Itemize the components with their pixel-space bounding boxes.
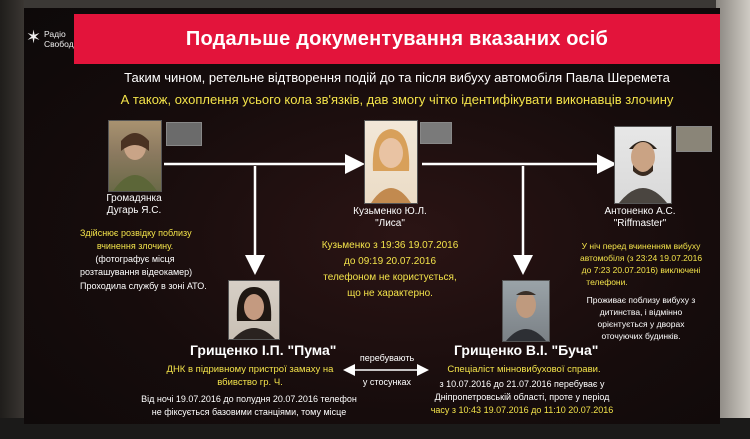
dugar-label-1: Громадянка [106, 193, 162, 204]
antonenko-desc-2: автомобіля (з 23:24 19.07.2016 [580, 253, 703, 263]
bucha-name: Грищенко В.І. "Буча" [454, 342, 599, 358]
puma-desc-3: Від ночі 19.07.2016 до полудня 20.07.201… [141, 394, 357, 404]
projected-slide: ✶ Радіо Свобода Подальше документування … [24, 8, 720, 424]
antonenko-desc-4: телефони. [586, 277, 628, 287]
dugar-desc-4: розташування відеокамер) [80, 267, 193, 277]
thumb-kuzmenko [420, 122, 452, 144]
puma-desc-2: вбивство гр. Ч. [217, 377, 283, 388]
antonenko-label-1: Антоненко А.С. [604, 206, 676, 217]
dugar-label-2: Дугарь Я.С. [106, 205, 162, 216]
radio-svoboda-logo: ✶ Радіо Свобода [26, 26, 96, 66]
kuzmenko-desc-2: до 09:19 20.07.2016 [343, 256, 437, 267]
portrait-silhouette-icon [233, 287, 275, 339]
kuzmenko-label-2: "Лиса" [375, 218, 405, 229]
bucha-desc-4: часу з 10:43 19.07.2016 до 11:10 20.07.2… [430, 405, 614, 415]
antonenko-desc-1: У ніч перед вчиненням вибуху [581, 241, 701, 251]
portrait-silhouette-icon [506, 291, 546, 341]
kuzmenko-desc-4: що не характерно. [347, 288, 433, 299]
portrait-silhouette-icon [619, 141, 667, 203]
puma-desc-4: не фіксується базовими станціями, тому м… [151, 407, 347, 417]
dugar-desc-5: Проходила службу в зоні АТО. [80, 281, 207, 291]
thumb-dugar [166, 122, 202, 146]
logo-text: Радіо Свобода [44, 29, 79, 49]
relation-line-2: у стосунках [362, 377, 412, 387]
antonenko-label-2: "Riffmaster" [613, 218, 667, 229]
antonenko-desc-3: до 7:23 20.07.2016) виключені [581, 265, 701, 275]
portrait-silhouette-icon [113, 133, 157, 191]
kuzmenko-label-1: Кузьменко Ю.Л. [353, 206, 427, 217]
relation-line-1: перебувають [359, 353, 415, 363]
room-right-wall [716, 0, 750, 439]
dugar-desc-1: Здійснює розвідку поблизу [80, 228, 192, 238]
photo-kuzmenko [364, 120, 418, 204]
antonenko-desc-7: орієнтується у дворах [597, 319, 685, 329]
kuzmenko-desc-1: Кузьменко з 19:36 19.07.2016 [321, 240, 459, 251]
puma-name: Грищенко І.П. "Пума" [190, 342, 337, 358]
title-bar: Подальше документування вказаних осіб [74, 14, 720, 64]
room-top [0, 0, 750, 10]
bucha-desc-1: Спеціаліст мінновибухової справи. [447, 364, 601, 375]
subtitle-1: Таким чином, ретельне відтворення подій … [124, 70, 670, 85]
photo-antonenko [614, 126, 672, 204]
room-left-wall [0, 0, 24, 439]
subtitle-2: А також, охоплення усього кола зв'язків,… [120, 92, 674, 107]
connection-arrows [164, 154, 617, 376]
logo-icon: ✶ [26, 27, 42, 47]
bucha-desc-3: Дніпропетровській області, проте у періо… [434, 392, 610, 402]
photo-dugar [108, 120, 162, 192]
antonenko-desc-5: Проживає поблизу вибуху з [586, 295, 696, 305]
antonenko-desc-6: дитинства, і відмінно [599, 307, 683, 317]
portrait-silhouette-icon [371, 129, 411, 203]
antonenko-desc-8: оточуючих будинків. [601, 331, 681, 341]
dugar-desc-2: вчинення злочину. [96, 241, 174, 251]
slide-title: Подальше документування вказаних осіб [185, 27, 609, 50]
thumb-antonenko [676, 126, 712, 152]
photo-puma [228, 280, 280, 340]
dugar-desc-3: (фотографує місця [95, 254, 175, 264]
photo-bucha [502, 280, 550, 342]
kuzmenko-desc-3: телефоном не користується, [323, 272, 457, 283]
puma-desc-1: ДНК в підривному пристрої замаху на [166, 364, 334, 375]
bucha-desc-2: з 10.07.2016 до 21.07.2016 перебуває у [439, 379, 605, 389]
